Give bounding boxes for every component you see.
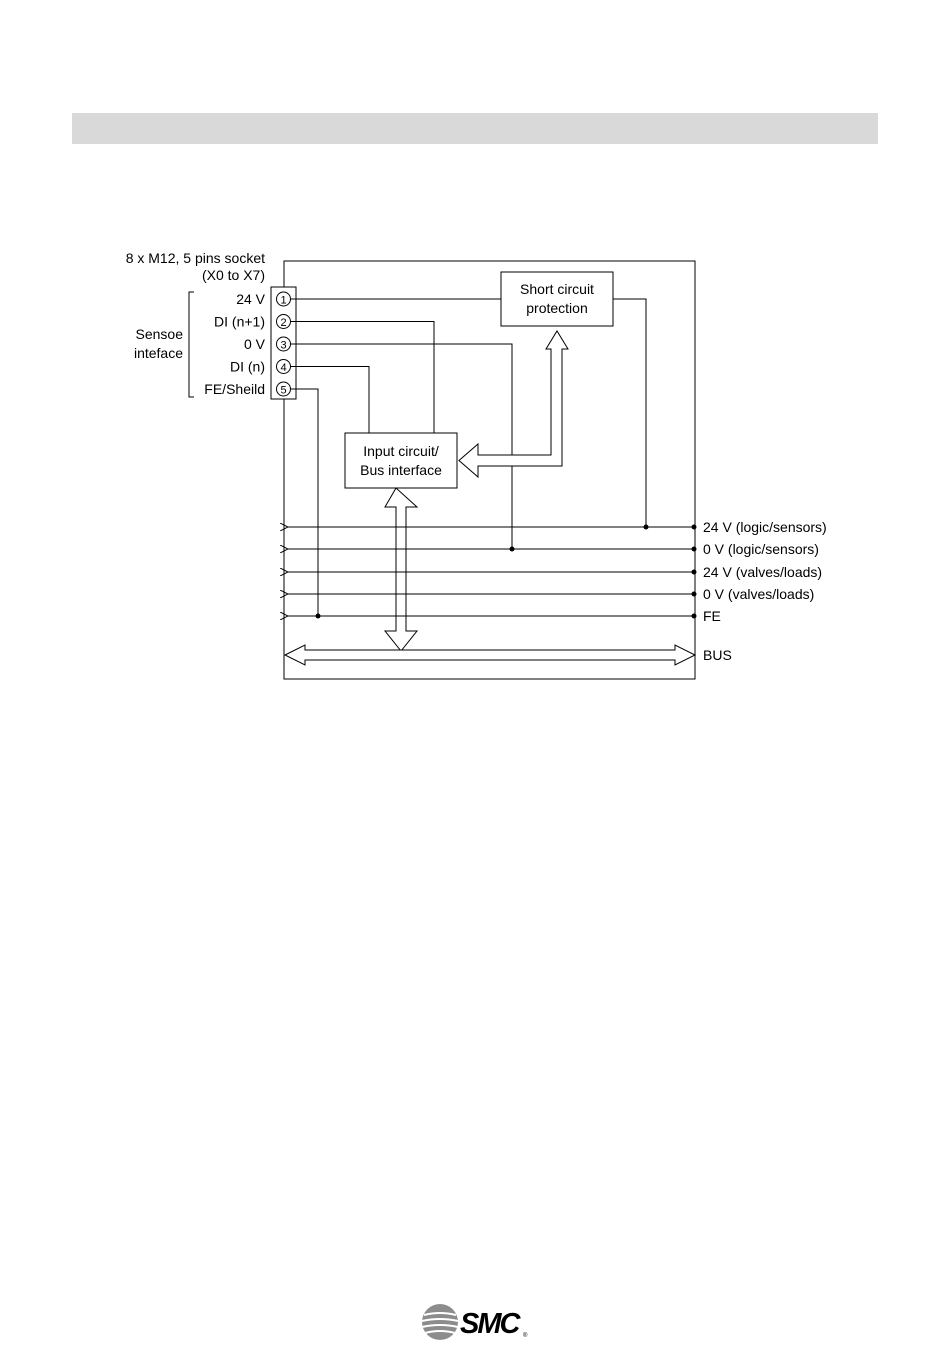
pin-1-label: 24 V <box>236 291 265 307</box>
interface-label-line2: inteface <box>134 345 183 361</box>
smc-logo-mark <box>422 1304 458 1340</box>
rail-label-0v-logic: 0 V (logic/sensors) <box>703 541 819 557</box>
short-circuit-line1: Short circuit <box>520 281 594 297</box>
rail-label-24v-valves: 24 V (valves/loads) <box>703 564 822 580</box>
bus-arrow <box>285 645 695 665</box>
smc-logo-registered: ® <box>523 1332 528 1339</box>
pin-1-number: 1 <box>280 295 286 307</box>
wire-protection-to-24v-logic <box>613 299 646 527</box>
pin-3-number: 3 <box>280 340 286 352</box>
pin-5-number: 5 <box>280 385 286 397</box>
smc-logo: SMC ® <box>420 1302 532 1342</box>
input-circuit-line2: Bus interface <box>360 462 442 478</box>
pin-3-label: 0 V <box>244 336 266 352</box>
pin-5-label: FE/Sheild <box>204 381 265 397</box>
rail-0v-valves <box>288 592 697 597</box>
short-circuit-line2: protection <box>526 300 587 316</box>
pin-2-number: 2 <box>280 317 286 329</box>
wire-pin2-to-input <box>291 322 435 434</box>
rail-0v-logic <box>288 547 697 552</box>
connector-title-line2: (X0 to X7) <box>202 267 265 283</box>
interface-label-line1: Sensoe <box>136 326 184 342</box>
pin-2-label: DI (n+1) <box>214 314 265 330</box>
rail-24v-valves <box>288 570 697 575</box>
wire-pin5-to-fe <box>291 389 319 616</box>
connector-title-line1: 8 x M12, 5 pins socket <box>126 250 265 266</box>
bus-label: BUS <box>703 647 732 663</box>
smc-logo-text: SMC <box>460 1308 522 1340</box>
rail-label-fe: FE <box>703 608 721 624</box>
interface-bracket <box>189 292 194 397</box>
pin-4-number: 4 <box>280 362 286 374</box>
input-circuit-box <box>345 433 457 488</box>
protection-input-arrow <box>459 331 568 477</box>
rail-fe <box>288 614 697 619</box>
input-bus-arrow <box>385 488 417 651</box>
rail-24v-logic <box>288 525 697 530</box>
wire-pin4-to-input <box>291 367 370 434</box>
input-circuit-line1: Input circuit/ <box>363 443 439 459</box>
rail-label-0v-valves: 0 V (valves/loads) <box>703 586 814 602</box>
pin-4-label: DI (n) <box>230 359 265 375</box>
rail-label-24v-logic: 24 V (logic/sensors) <box>703 519 827 535</box>
